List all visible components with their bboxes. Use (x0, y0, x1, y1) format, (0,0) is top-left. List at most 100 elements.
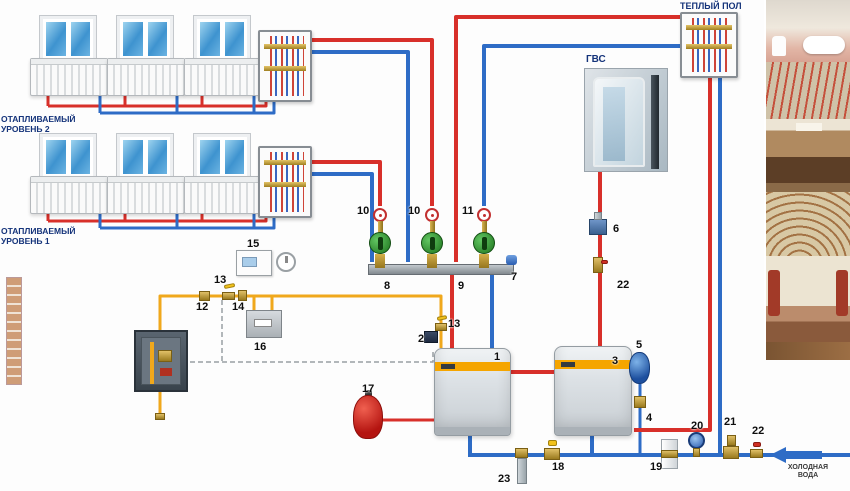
valve-stem (482, 221, 487, 233)
component-marker-10: 10 (357, 205, 370, 217)
pump-valve (375, 254, 385, 268)
air-vent (506, 255, 517, 265)
component-marker-8: 8 (384, 280, 391, 292)
label-dhw: ГВС (586, 54, 606, 65)
circulation-pump (369, 232, 391, 254)
window-pane (122, 139, 144, 175)
collector-bar (686, 25, 732, 30)
radiator (107, 58, 185, 96)
radiator (30, 58, 108, 96)
hot-water-tank (554, 346, 632, 436)
photo-wood-floor (764, 342, 850, 360)
component-marker-4: 4 (646, 412, 653, 424)
window (193, 15, 251, 63)
window-pane (199, 139, 221, 175)
boiler-logo (561, 362, 575, 367)
valve-lever (548, 440, 557, 446)
window-pane (146, 21, 168, 57)
collector-bar (686, 44, 732, 49)
component-marker-12: 12 (196, 301, 209, 313)
component-marker-6: 6 (613, 223, 620, 235)
pipe-radiators-level2-return (98, 96, 276, 115)
thermometer-gauge (477, 208, 491, 222)
component-marker-3: 3 (612, 355, 619, 367)
check-valve (593, 257, 603, 273)
component-marker-13: 13 (214, 274, 227, 286)
gas-regulator-cabinet (134, 330, 188, 392)
boiler-brand-band (435, 362, 510, 371)
water-filter-head (661, 450, 678, 458)
cold-water-arrow-shaft (786, 451, 822, 459)
pump-group-1 (369, 208, 393, 268)
gas-ball-valve (222, 292, 235, 300)
component-marker-11: 11 (462, 205, 474, 217)
gas-fitting (238, 290, 247, 301)
gas-union-fitting (199, 291, 210, 301)
shower-glass (603, 87, 625, 161)
thermometer-gauge (373, 208, 387, 222)
pipe-level2-return (310, 50, 410, 262)
valve-actuator (594, 212, 602, 220)
heating-controller (236, 250, 272, 276)
pressure-gauge (688, 432, 705, 449)
boiler-base (435, 427, 510, 435)
radiator (184, 176, 262, 214)
filter-head (515, 448, 528, 458)
fine-filter-cartridge (517, 458, 527, 484)
cold-water-arrow (770, 447, 786, 463)
component-marker-2: 2 (418, 333, 425, 345)
expansion-tank (353, 395, 383, 439)
photo-kitchen (764, 119, 850, 192)
thermometer-gauge (425, 208, 439, 222)
pipe-gas-main (158, 294, 443, 348)
dashed-service-line-1 (190, 350, 434, 363)
shower-cabin-photo (584, 68, 668, 172)
photo-living-room (764, 256, 850, 342)
collector-bar (264, 66, 306, 71)
dhw-expansion-vessel (629, 352, 650, 384)
window-pane (199, 21, 221, 57)
gas-ball-valve-boiler (435, 323, 447, 331)
boiler-logo (441, 364, 455, 369)
controller-display (242, 257, 257, 267)
pressure-reducer-top (727, 435, 736, 446)
photo-heated-floor-pipes (764, 62, 850, 119)
gas-riser-cap (155, 413, 165, 420)
pump-valve (427, 254, 437, 268)
pipe-level1-supply (310, 160, 382, 206)
collector-cabinet-level1 (258, 146, 312, 218)
valve-lever (753, 442, 761, 447)
shower-column (651, 75, 659, 169)
circulation-pump (473, 232, 495, 254)
pipe-radiators-level2-supply (46, 96, 268, 108)
boiler-brand-band (555, 360, 631, 369)
component-marker-10: 10 (408, 205, 421, 217)
window-pane (45, 21, 67, 57)
valve-stem (430, 221, 435, 233)
window-pane (69, 139, 91, 175)
collector-cabinet-level2 (258, 30, 312, 102)
component-marker-14: 14 (232, 301, 245, 313)
radiator (107, 176, 185, 214)
window (116, 133, 174, 181)
component-marker-5: 5 (636, 339, 643, 351)
component-marker-16: 16 (254, 341, 267, 353)
window (39, 133, 97, 181)
drain-valve (634, 396, 646, 408)
gas-boiler (434, 348, 511, 436)
component-marker-20: 20 (691, 420, 704, 432)
collector-bar (264, 182, 306, 187)
pump-valve (479, 254, 489, 268)
component-marker-23: 23 (498, 473, 511, 485)
window-pane (45, 139, 67, 175)
pump-group-2 (421, 208, 445, 268)
gas-gauge (160, 368, 172, 376)
boiler-base (555, 427, 631, 435)
gas-meter (246, 310, 282, 338)
gas-inner-pipe (150, 342, 154, 384)
distribution-manifold (368, 264, 514, 275)
